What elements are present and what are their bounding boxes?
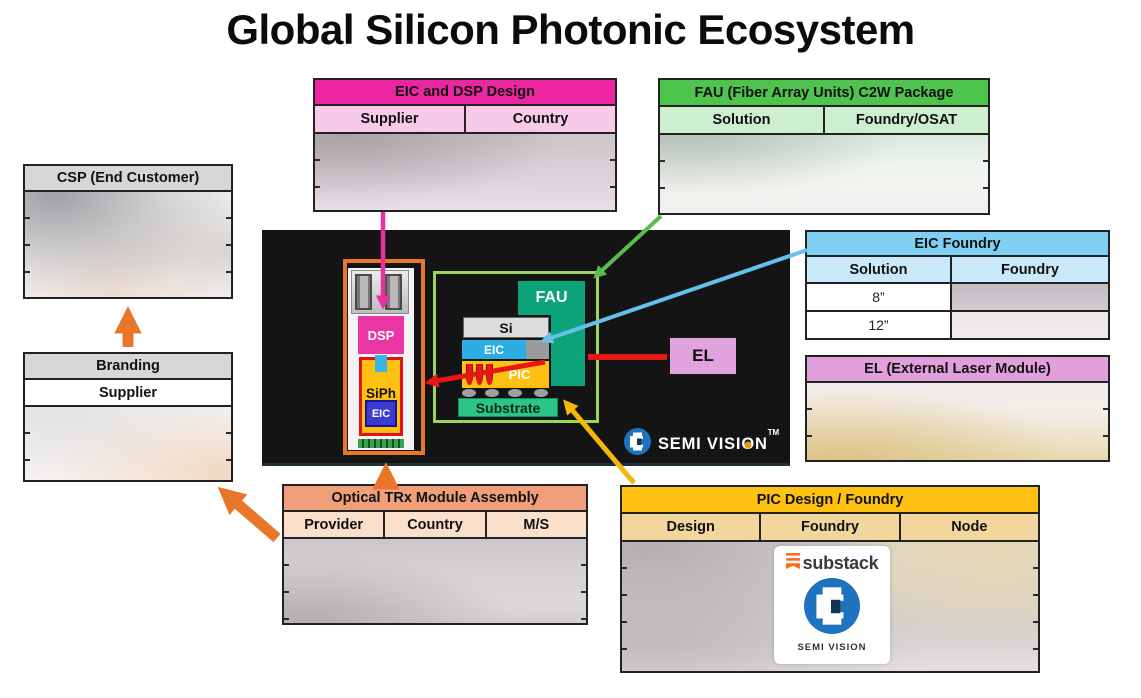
semi-vision-logo-icon [804,578,860,639]
table-el-external-laser: EL (External Laser Module) [805,355,1110,462]
arrow-trx-to-branding [217,486,281,543]
column-header-foundry-osat: Foundry/OSAT [825,107,988,133]
photonic-module-diagram-panel: DSP SiPh EIC FAU Si EIC PIC Substrate EL [262,230,790,466]
column-header-provider: Provider [284,512,386,537]
column-header-design: Design [622,514,762,540]
solder-ball [462,389,476,397]
cell-foundry-redacted [951,312,1108,338]
laser-emitter-icon [476,364,483,385]
fau-coupler-column [551,315,585,386]
table-branding: Branding Supplier [23,352,233,482]
interposer-notch [375,355,387,372]
pic-block: PIC [462,361,549,388]
redacted-content [25,407,231,480]
fau-block: FAU [518,281,585,315]
substack-icon [785,553,800,574]
substack-wordmark: substack [802,553,879,573]
column-header-supplier: Supplier [25,380,231,405]
table-fau-redacted-body [660,135,988,213]
laser-emitter-icon [466,364,473,385]
column-header-foundry: Foundry [761,514,901,540]
spacer-block [526,340,549,359]
table-branding-title: Branding [25,354,231,380]
semi-vision-wordmark: SEMI VISION [797,642,867,653]
column-header-foundry: Foundry [951,257,1108,282]
table-csp: CSP (End Customer) [23,164,233,299]
table-optical-trx-assembly: Optical TRx Module Assembly Provider Cou… [282,484,588,625]
column-header-ms: M/S [486,512,586,537]
table-el-title: EL (External Laser Module) [807,357,1108,383]
redacted-content [807,383,1108,460]
column-header-country: Country [466,106,615,132]
table-trx-title: Optical TRx Module Assembly [284,486,586,512]
column-header-solution: Solution [807,257,952,282]
substrate-block: Substrate [458,398,558,417]
redacted-content [315,134,615,210]
table-csp-redacted-body [25,192,231,297]
semi-vision-logo-icon [624,428,651,460]
package-eic-block: EIC [462,340,526,359]
redacted-content [660,135,988,213]
semi-vision-brand: SEMI VISIONTM [624,428,779,460]
redacted-content [951,312,1108,338]
dsp-block: DSP [358,316,404,354]
package-highlight-frame [433,271,599,423]
table-pic-design-foundry: PIC Design / Foundry Design Foundry Node [620,485,1040,673]
redacted-content [284,539,586,623]
table-row: 12” [807,312,1108,338]
column-header-node: Node [900,514,1038,540]
solder-ball [508,389,522,397]
table-eic-foundry-title: EIC Foundry [807,232,1108,257]
table-fau-title: FAU (Fiber Array Units) C2W Package [660,80,988,107]
el-label-box: EL [670,338,736,374]
column-header-solution: Solution [660,107,825,133]
table-pic-title: PIC Design / Foundry [622,487,1038,514]
table-eic-dsp-redacted-body [315,134,615,210]
column-header-supplier: Supplier [315,106,466,132]
pcb-edge-connector [358,439,404,448]
substack-watermark-card: substack SEMI VISION [774,546,890,664]
laser-emitter-icon [486,364,493,385]
page-title: Global Silicon Photonic Ecosystem [226,6,915,53]
table-csp-title: CSP (End Customer) [25,166,231,192]
table-eic-dsp-title: EIC and DSP Design [315,80,615,106]
cell-solution-12in: 12” [807,312,952,338]
table-fau-c2w-package: FAU (Fiber Array Units) C2W Package Solu… [658,78,990,215]
table-pic-redacted-body: substack SEMI VISION [622,542,1038,671]
cell-solution-8in: 8” [807,284,952,310]
table-trx-redacted-body [284,539,586,623]
table-eic-dsp-design: EIC and DSP Design Supplier Country [313,78,617,212]
solder-ball [485,389,499,397]
solder-ball [534,389,548,397]
table-row: 8” [807,284,1108,312]
column-header-country: Country [385,512,487,537]
cell-foundry-redacted [951,284,1108,310]
semi-vision-wordmark: SEMI VISIONTM [658,427,780,453]
redacted-content [25,192,231,297]
table-el-redacted-body [807,383,1108,460]
module-eic-block: EIC [365,400,397,427]
table-branding-redacted-body [25,407,231,480]
table-eic-foundry: EIC Foundry Solution Foundry 8” 12” [805,230,1110,340]
optical-connector-plug [355,274,372,310]
redacted-content [951,284,1108,310]
module-highlight-frame [343,259,425,455]
si-block: Si [463,317,549,338]
